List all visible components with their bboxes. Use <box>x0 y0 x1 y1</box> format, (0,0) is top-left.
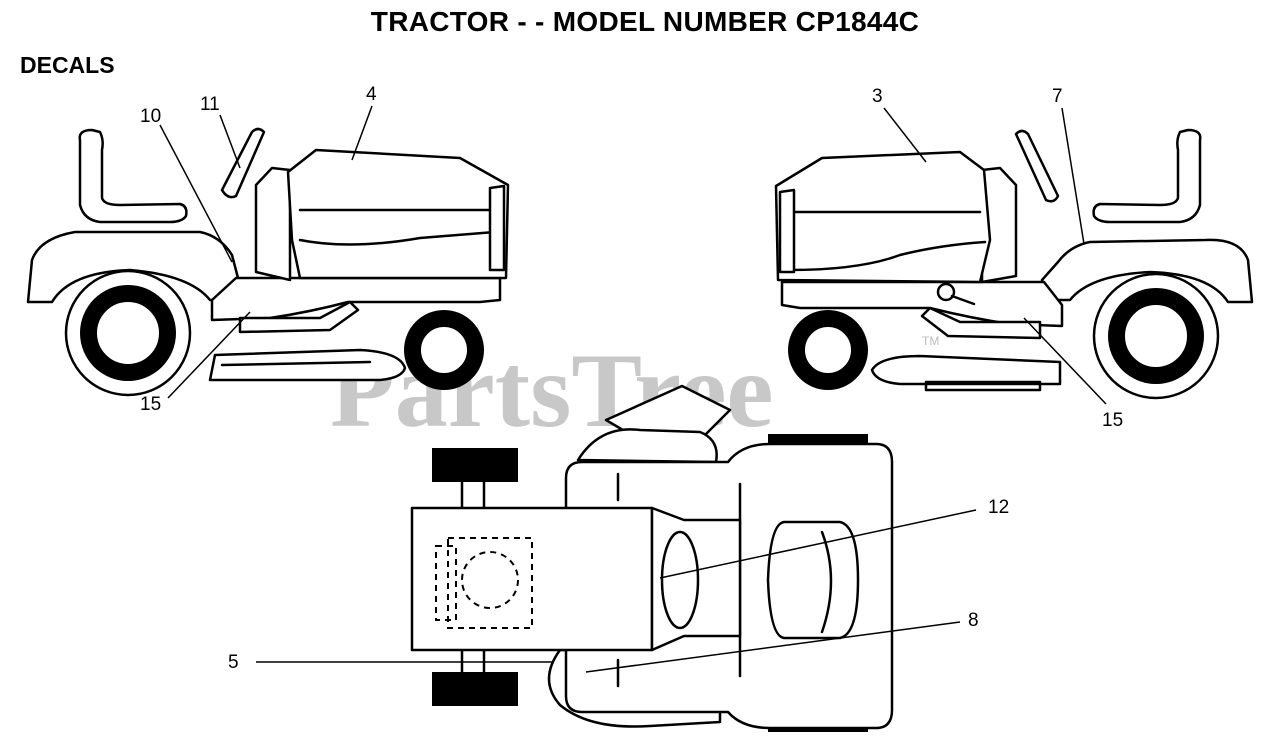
right-leader-3 <box>883 107 927 163</box>
callout-5: 5 <box>228 652 239 673</box>
left-leader-10 <box>159 124 233 263</box>
left-mower-deck <box>208 348 407 382</box>
left-leader-4 <box>351 105 373 161</box>
right-deck-skirt <box>924 380 1042 392</box>
left-hood <box>286 148 510 280</box>
left-steering-column <box>254 166 292 282</box>
right-seat <box>1092 128 1202 224</box>
left-footrest <box>238 300 360 334</box>
callout-10: 10 <box>140 106 161 127</box>
left-rear-hub <box>95 300 161 366</box>
callout-15-right: 15 <box>1102 410 1123 431</box>
right-footrest <box>920 306 1042 340</box>
top-leader-12 <box>659 509 977 579</box>
page-title: TRACTOR - - MODEL NUMBER CP1844C <box>370 6 920 37</box>
right-fuel-line <box>950 294 976 306</box>
left-rear-fender <box>26 230 240 304</box>
right-rear-hub <box>1123 303 1189 369</box>
section-label: DECALS <box>20 52 115 78</box>
top-dash-oval <box>660 530 700 630</box>
callout-7: 7 <box>1052 86 1063 107</box>
left-leader-11 <box>219 114 241 169</box>
left-tractor-side-view <box>26 127 510 397</box>
left-deck-line <box>220 360 372 367</box>
callout-12: 12 <box>988 497 1009 518</box>
right-rear-fender <box>1040 238 1254 304</box>
top-front-axle-lower <box>460 648 486 674</box>
top-engine-fan <box>461 551 519 609</box>
right-leader-7 <box>1061 107 1085 245</box>
left-seat <box>78 128 188 224</box>
top-leader-8 <box>585 621 961 673</box>
top-engine-side <box>435 545 457 621</box>
tractor-top-view <box>410 384 894 732</box>
watermark-tm: TM <box>922 334 939 348</box>
right-mower-deck <box>870 354 1062 386</box>
callout-3: 3 <box>872 86 883 107</box>
right-tractor-side-view <box>774 128 1254 400</box>
top-engine-block <box>447 537 533 629</box>
right-hood-curve <box>788 240 987 272</box>
top-front-tire-right <box>432 672 518 706</box>
right-leader-15 <box>1023 317 1107 405</box>
left-hood-curve <box>298 230 497 246</box>
left-steering-wheel <box>220 127 266 199</box>
top-seat <box>766 520 860 640</box>
right-front-hub <box>803 325 853 375</box>
top-front-tire-left <box>432 448 518 482</box>
left-leader-15 <box>167 311 251 399</box>
left-grille <box>488 184 506 272</box>
right-grille <box>778 188 796 274</box>
right-fuel-cap <box>936 282 956 302</box>
callout-4: 4 <box>366 84 377 105</box>
callout-15-left: 15 <box>140 394 161 415</box>
right-steering-wheel <box>1014 129 1060 203</box>
right-steering-column <box>980 166 1018 284</box>
left-front-hub <box>419 325 469 375</box>
top-console <box>576 428 718 464</box>
callout-8: 8 <box>968 610 979 631</box>
callout-11: 11 <box>200 94 220 115</box>
top-front-axle-upper <box>460 480 486 510</box>
right-hood <box>774 150 992 284</box>
